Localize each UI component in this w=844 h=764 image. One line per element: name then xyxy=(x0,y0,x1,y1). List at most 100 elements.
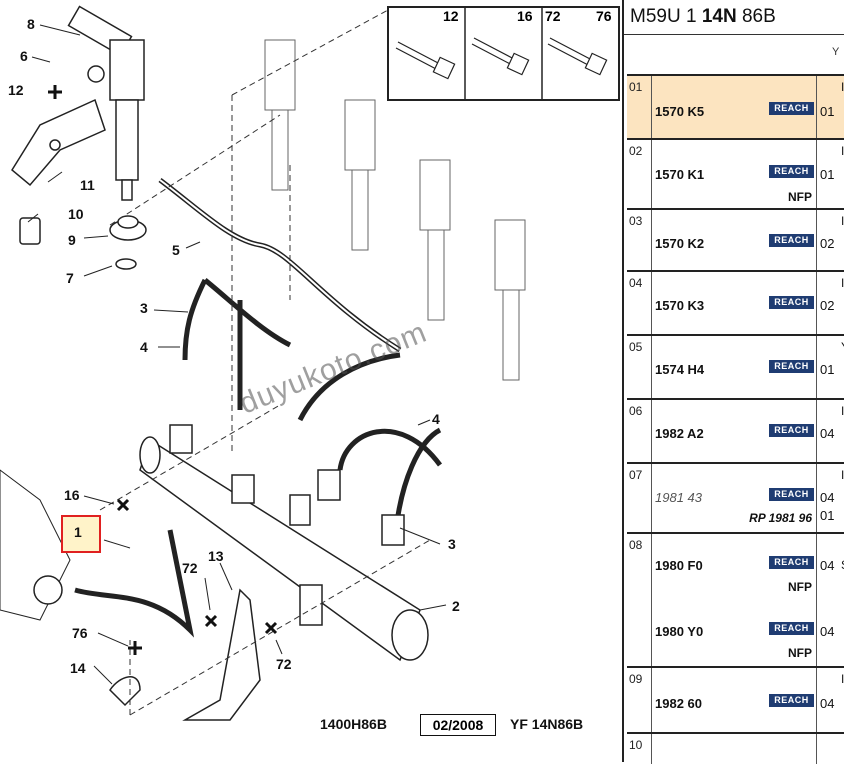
callout-10[interactable]: 10 xyxy=(68,206,84,222)
callout-3-upper[interactable]: 3 xyxy=(140,300,148,316)
title-prefix: M59U 1 xyxy=(630,6,702,27)
reach-badge[interactable]: REACH xyxy=(769,102,814,115)
part-note: NFP xyxy=(788,190,812,204)
callout-11[interactable]: 11 xyxy=(80,177,95,193)
column-divider xyxy=(651,400,652,462)
callout-4-lower[interactable]: 4 xyxy=(432,411,440,427)
header-divider xyxy=(624,34,844,35)
column-divider xyxy=(816,534,817,666)
part-quantity: 01 xyxy=(820,362,835,377)
callout-13[interactable]: 13 xyxy=(208,548,224,564)
row-flag: I xyxy=(841,468,844,482)
part-quantity-secondary: 01 xyxy=(820,508,835,523)
callout-9[interactable]: 9 xyxy=(68,232,76,248)
callout-7[interactable]: 7 xyxy=(66,270,74,286)
callout-76[interactable]: 76 xyxy=(72,625,88,641)
row-flag: I xyxy=(841,672,844,686)
column-divider xyxy=(651,272,652,334)
callout-3-lower[interactable]: 3 xyxy=(448,536,456,552)
part-reference[interactable]: 1980 F0 xyxy=(655,558,703,573)
column-divider xyxy=(651,734,652,764)
part-quantity-alt: 04 xyxy=(820,624,835,639)
reach-badge[interactable]: REACH xyxy=(769,488,814,501)
callout-1[interactable]: 1 xyxy=(74,524,82,540)
table-row[interactable]: 09 1982 60 REACH 04 I xyxy=(627,666,844,732)
column-divider xyxy=(651,464,652,532)
row-index: 05 xyxy=(629,340,643,354)
callout-72-left[interactable]: 72 xyxy=(182,560,198,576)
exploded-view-drawing xyxy=(0,5,620,721)
part-quantity: 02 xyxy=(820,298,835,313)
callout-12[interactable]: 12 xyxy=(8,82,24,98)
title-suffix: 86B xyxy=(736,6,776,27)
replacement-note: RP 1981 96 xyxy=(749,511,812,525)
table-row[interactable]: 07 1981 43 REACH 04 01 RP 1981 96 I xyxy=(627,462,844,532)
page-title: M59U 1 14N 86B xyxy=(630,6,776,28)
part-reference[interactable]: 1574 H4 xyxy=(655,362,705,377)
callout-14[interactable]: 14 xyxy=(70,660,86,676)
callout-8[interactable]: 8 xyxy=(27,16,35,32)
reach-badge[interactable]: REACH xyxy=(769,424,814,437)
row-flag: I xyxy=(841,144,844,158)
row-flag: S xyxy=(841,558,844,572)
reach-badge[interactable]: REACH xyxy=(769,234,814,247)
inset-header-12: 12 xyxy=(443,8,459,24)
parts-table: 01 1570 K5 REACH 01 I 02 1570 K1 REACH 0… xyxy=(627,74,844,764)
table-row[interactable]: 01 1570 K5 REACH 01 I xyxy=(627,74,844,138)
callout-4-upper[interactable]: 4 xyxy=(140,339,148,355)
row-index: 01 xyxy=(629,80,643,94)
diagram-code: 1400H86B xyxy=(320,716,387,732)
column-divider xyxy=(816,464,817,532)
part-reference[interactable]: 1982 60 xyxy=(655,696,702,711)
callout-5[interactable]: 5 xyxy=(172,242,180,258)
callout-2[interactable]: 2 xyxy=(452,598,460,614)
column-divider xyxy=(816,336,817,398)
part-quantity: 04 xyxy=(820,696,835,711)
table-row[interactable]: 05 1574 H4 REACH 01 Y xyxy=(627,334,844,398)
table-row[interactable]: 08 1980 F0 REACH 04 NFP 1980 Y0 REACH 04… xyxy=(627,532,844,666)
callout-6[interactable]: 6 xyxy=(20,48,28,64)
column-divider xyxy=(651,76,652,138)
header-mark: Y xyxy=(832,46,840,58)
selected-part-highlight[interactable] xyxy=(61,515,101,553)
row-flag: I xyxy=(841,276,844,290)
column-divider xyxy=(816,668,817,732)
reach-badge[interactable]: REACH xyxy=(769,556,814,569)
part-reference-alt[interactable]: 1980 Y0 xyxy=(655,624,704,639)
reach-badge[interactable]: REACH xyxy=(769,694,814,707)
reach-badge[interactable]: REACH xyxy=(769,296,814,309)
part-reference[interactable]: 1570 K5 xyxy=(655,104,705,119)
table-row[interactable]: 02 1570 K1 REACH 01 NFP I xyxy=(627,138,844,208)
reach-badge[interactable]: REACH xyxy=(769,165,814,178)
column-divider xyxy=(816,76,817,138)
row-index: 03 xyxy=(629,214,643,228)
part-reference[interactable]: 1570 K2 xyxy=(655,236,705,251)
part-note-alt: NFP xyxy=(788,646,812,660)
row-flag: I xyxy=(841,80,844,94)
callout-72-right[interactable]: 72 xyxy=(276,656,292,672)
table-row[interactable]: 04 1570 K3 REACH 02 I xyxy=(627,270,844,334)
reach-badge-alt[interactable]: REACH xyxy=(769,622,814,635)
column-divider xyxy=(816,210,817,270)
row-index: 06 xyxy=(629,404,643,418)
part-reference[interactable]: 1570 K3 xyxy=(655,298,705,313)
row-flag: I xyxy=(841,404,844,418)
table-row[interactable]: 10 xyxy=(627,732,844,764)
part-quantity: 02 xyxy=(820,236,835,251)
part-reference[interactable]: 1981 43 xyxy=(655,490,702,505)
row-index: 02 xyxy=(629,144,643,158)
diagram-ref: YF 14N86B xyxy=(510,716,584,732)
table-row[interactable]: 03 1570 K2 REACH 02 I xyxy=(627,208,844,270)
column-divider xyxy=(651,668,652,732)
reach-badge[interactable]: REACH xyxy=(769,360,814,373)
column-divider xyxy=(651,534,652,666)
callout-16[interactable]: 16 xyxy=(64,487,80,503)
row-flag: I xyxy=(841,214,844,228)
part-reference[interactable]: 1570 K1 xyxy=(655,167,705,182)
inset-header-16: 16 xyxy=(517,8,533,24)
part-quantity: 04 xyxy=(820,558,835,573)
table-row[interactable]: 06 1982 A2 REACH 04 I xyxy=(627,398,844,462)
inset-header-76: 76 xyxy=(596,8,612,24)
row-index: 04 xyxy=(629,276,643,290)
part-reference[interactable]: 1982 A2 xyxy=(655,426,704,441)
